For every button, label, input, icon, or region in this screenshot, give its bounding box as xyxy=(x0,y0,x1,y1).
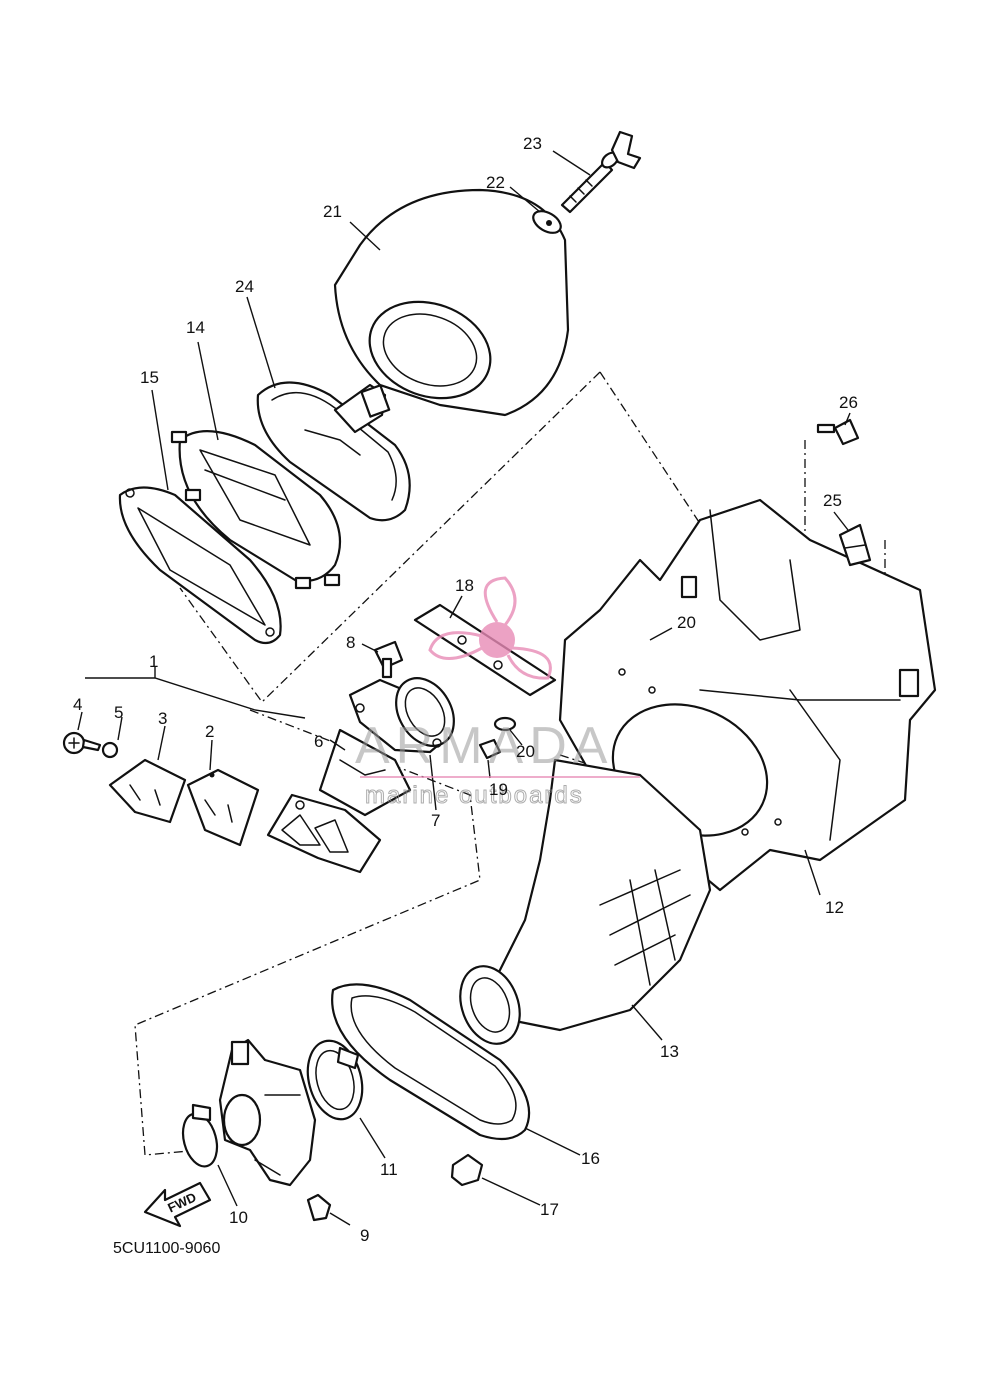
air-filter-element xyxy=(333,188,570,417)
propeller-icon xyxy=(428,576,552,680)
watermark-tagline: marine outboards xyxy=(365,782,584,809)
reed-block-6 xyxy=(318,728,412,817)
callout-26: 26 xyxy=(839,393,858,412)
clip-25 xyxy=(838,523,872,567)
callout-labels: 1 2 3 4 5 6 7 8 9 10 11 12 13 14 15 16 1… xyxy=(73,134,858,1245)
washer-5 xyxy=(101,741,119,759)
bolt-26 xyxy=(816,418,860,446)
washer-20-lower xyxy=(493,716,517,732)
callout-13: 13 xyxy=(660,1042,679,1061)
callout-2: 2 xyxy=(205,722,214,741)
washer-22 xyxy=(532,210,562,234)
wing-bolt-23 xyxy=(560,130,642,214)
callout-9: 9 xyxy=(360,1226,369,1245)
callout-19: 19 xyxy=(489,780,508,799)
callout-4: 4 xyxy=(73,695,82,714)
carburetor xyxy=(218,1038,317,1187)
callout-16: 16 xyxy=(581,1149,600,1168)
callout-3: 3 xyxy=(158,709,167,728)
callout-14: 14 xyxy=(186,318,205,337)
callout-21: 21 xyxy=(323,202,342,221)
callout-25: 25 xyxy=(823,491,842,510)
nut-17 xyxy=(450,1153,484,1187)
callout-10: 10 xyxy=(229,1208,248,1227)
callout-12: 12 xyxy=(825,898,844,917)
filter-holder-24 xyxy=(256,381,411,522)
callout-17: 17 xyxy=(540,1200,559,1219)
callout-20-upper: 20 xyxy=(677,613,696,632)
manifold-7 xyxy=(348,677,455,754)
gasket-16 xyxy=(331,983,531,1141)
gasket-plate-14 xyxy=(170,430,342,590)
callout-1: 1 xyxy=(149,652,158,671)
watermark-brand: ARMADA xyxy=(355,717,613,775)
fwd-arrow-icon: FWD xyxy=(143,1181,212,1228)
screw-4 xyxy=(62,731,102,755)
callout-22: 22 xyxy=(486,173,505,192)
clip-9 xyxy=(306,1193,332,1222)
watermark: ARMADA marine outboards xyxy=(355,576,640,810)
callout-8: 8 xyxy=(346,633,355,652)
leader-lines xyxy=(77,150,851,1226)
callout-24: 24 xyxy=(235,277,254,296)
clamp-11 xyxy=(306,1039,364,1121)
bolt-8 xyxy=(373,640,404,679)
callout-11: 11 xyxy=(380,1160,398,1179)
gasket-15 xyxy=(118,486,282,645)
callout-5: 5 xyxy=(114,703,123,722)
callout-18: 18 xyxy=(455,576,474,595)
clamp-10 xyxy=(181,1103,219,1168)
stopper-3 xyxy=(108,758,187,824)
intake-duct-13 xyxy=(459,758,712,1045)
diagram-code: 5CU1100-9060 xyxy=(113,1240,220,1257)
callout-23: 23 xyxy=(523,134,542,153)
callout-15: 15 xyxy=(140,368,159,387)
callout-20-lower: 20 xyxy=(516,742,535,761)
callout-7: 7 xyxy=(431,811,440,830)
reed-valve-body xyxy=(266,793,382,874)
nut-19 xyxy=(478,738,502,760)
reed-2 xyxy=(186,768,260,847)
callout-6: 6 xyxy=(314,732,323,751)
